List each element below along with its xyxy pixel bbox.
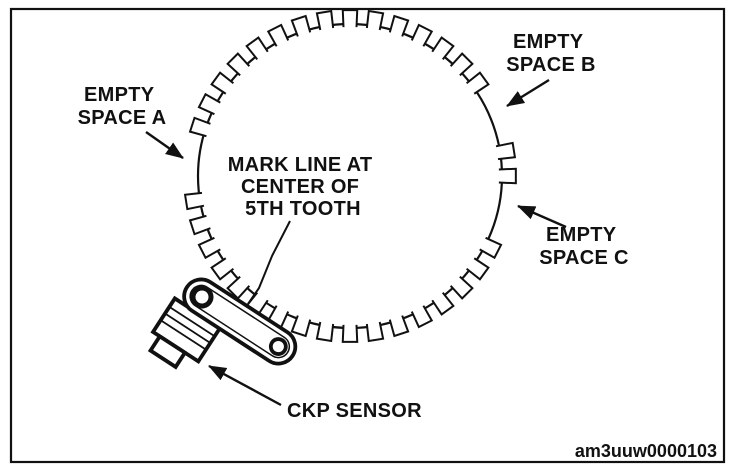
empty-space-b-arrow (506, 78, 550, 108)
wheel-tooth (365, 9, 385, 31)
wheel-tooth (245, 36, 269, 61)
wheel-tooth (388, 315, 410, 338)
wheel-tooth (465, 71, 490, 95)
ckp-sensor-arrow (208, 364, 282, 407)
empty-space-c-label: EMPTY SPACE C (539, 224, 629, 269)
wheel-tooth (210, 257, 235, 281)
wheel-tooth (449, 275, 474, 300)
wheel-tooth (410, 23, 434, 47)
wheel-tooth (226, 52, 251, 77)
wheel-tooth (465, 257, 490, 281)
sensor-bolt-hole (190, 285, 214, 309)
wheel-tooth (188, 116, 211, 138)
wheel-tooth (479, 236, 503, 260)
empty-space-a-arrow (145, 131, 184, 159)
ckp-sensor-label: CKP SENSOR (287, 400, 422, 422)
wheel-tooth (495, 141, 517, 161)
sensor-tip (147, 333, 188, 370)
wheel-tooth (226, 275, 251, 300)
sensor-rib-line (164, 312, 211, 344)
empty-space-c-arrow (517, 204, 567, 229)
wheel-tooth (188, 214, 211, 236)
sensor-flange-inner-edge (189, 284, 291, 359)
empty-space-a-label: EMPTY SPACE A (78, 84, 167, 129)
wheel-tooth (498, 167, 517, 185)
wheel-tooth (197, 92, 221, 116)
wheel-tooth (365, 321, 385, 343)
sensor-rib-line (160, 319, 207, 351)
ckp-sensor (147, 277, 298, 370)
wheel-tooth (388, 14, 410, 37)
mark-line-label: MARK LINE AT CENTER OF 5TH TOOTH (228, 154, 379, 220)
wheel-tooth (341, 324, 359, 343)
wheel-tooth (431, 291, 455, 316)
sensor-end-hole (268, 337, 288, 356)
wheel-tooth (210, 71, 235, 95)
wheel-tooth (341, 9, 359, 28)
wheel-tooth (449, 52, 474, 77)
wheel-tooth (431, 36, 455, 61)
figure-id: am3uuw0000103 (575, 441, 717, 461)
wheel-tooth (266, 23, 290, 47)
mark-line-leader (247, 220, 291, 305)
empty-space-b-label: EMPTY SPACE B (506, 31, 596, 76)
wheel-tooth (315, 321, 335, 343)
wheel-tooth (290, 14, 312, 37)
wheel-tooth (410, 305, 434, 329)
sensor-rib-line (168, 306, 216, 337)
wheel-tooth (290, 315, 312, 338)
wheel-tooth (315, 9, 335, 31)
wheel-tooth (197, 236, 221, 260)
wheel-tooth (183, 191, 205, 211)
